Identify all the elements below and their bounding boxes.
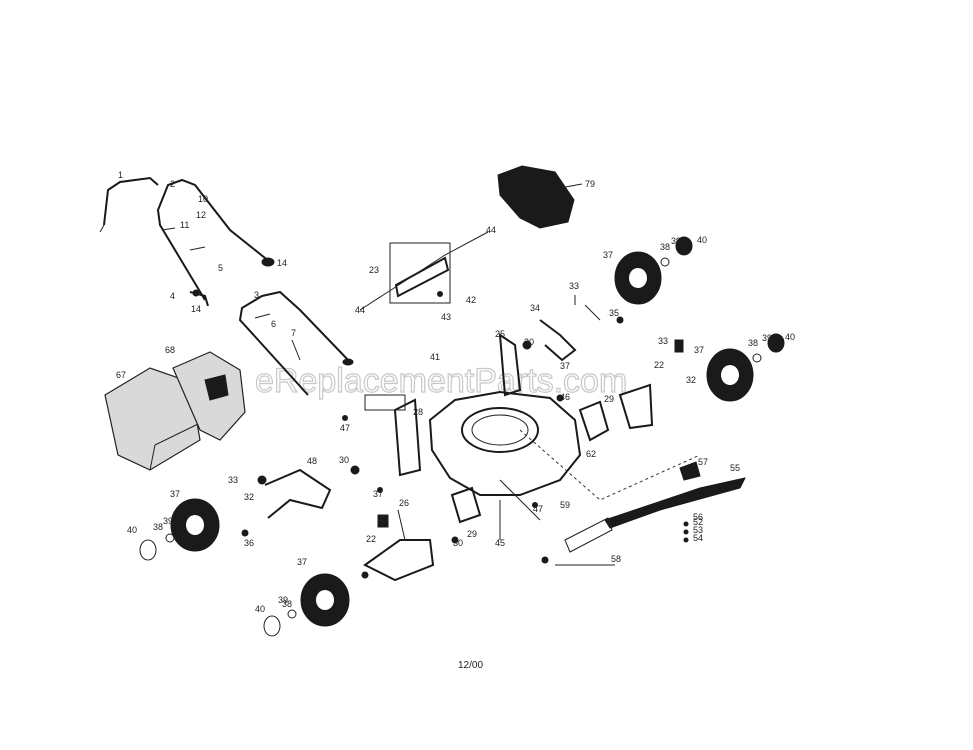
part-label-l38d: 38 [282, 599, 292, 609]
part-label-l28: 28 [413, 407, 423, 417]
part-label-l40d: 40 [255, 604, 265, 614]
part-label-l12: 12 [196, 210, 206, 220]
part-label-l48: 48 [307, 456, 317, 466]
part-label-l68: 68 [165, 345, 175, 355]
part-label-l39a: 39 [671, 236, 681, 246]
date-code: 12/00 [458, 660, 484, 671]
upper-handle [156, 178, 275, 301]
wheel-front-right [706, 333, 785, 402]
part-label-l37f: 37 [560, 361, 570, 371]
part-label-l39c: 39 [163, 516, 173, 526]
part-label-l44a: 44 [486, 225, 496, 235]
part-label-l23: 23 [369, 265, 379, 275]
wheel-rear-left [263, 573, 350, 637]
part-label-l41: 41 [430, 352, 440, 362]
part-label-l39d: 39 [278, 595, 288, 605]
part-label-l2: 2 [170, 179, 175, 189]
part-label-l44b: 44 [355, 305, 365, 315]
engine [497, 165, 583, 229]
part-label-l32a: 32 [244, 492, 254, 502]
part-label-l43: 43 [441, 312, 451, 322]
part-label-l5: 5 [218, 263, 223, 273]
part-label-l33d: 33 [379, 513, 389, 523]
part-label-l47b: 47 [533, 504, 543, 514]
part-label-l52: 52 [693, 517, 703, 527]
idler-plates [450, 333, 610, 524]
part-label-l26: 26 [399, 498, 409, 508]
grass-bag [104, 367, 201, 471]
part-label-l40c: 40 [127, 525, 137, 535]
part-label-l40b: 40 [785, 332, 795, 342]
part-label-l22b: 22 [654, 360, 664, 370]
part-label-l62: 62 [586, 449, 596, 459]
part-label-l34: 34 [530, 303, 540, 313]
part-label-l38c: 38 [153, 522, 163, 532]
rear-height-adjuster [364, 394, 422, 477]
part-label-l3: 3 [254, 290, 259, 300]
part-label-l10: 10 [198, 194, 208, 204]
part-label-l37a: 37 [603, 250, 613, 260]
part-label-l4: 4 [170, 291, 175, 301]
part-label-l29a: 29 [604, 394, 614, 404]
part-label-l47a: 47 [340, 423, 350, 433]
part-label-l35: 35 [609, 308, 619, 318]
part-label-l38a: 38 [660, 242, 670, 252]
part-label-l79: 79 [585, 179, 595, 189]
control-cable [291, 339, 301, 361]
part-label-l22a: 22 [366, 534, 376, 544]
part-label-l37b: 37 [694, 345, 704, 355]
part-label-l7: 7 [291, 328, 296, 338]
part-label-l33a: 33 [569, 281, 579, 291]
part-label-l58: 58 [611, 554, 621, 564]
wheel-rear-right [614, 236, 693, 305]
wheel-front-left [139, 498, 220, 561]
part-label-l54: 54 [693, 533, 703, 543]
part-label-l30c: 30 [453, 538, 463, 548]
rear-right-adjuster [539, 295, 684, 430]
watermark-text: eReplacementParts.com [255, 362, 627, 400]
part-label-l53: 53 [693, 525, 703, 535]
part-labels: 1 2 3 4 5 6 7 10 11 12 14 14 22 22 23 25… [116, 170, 795, 614]
part-label-l36: 36 [244, 538, 254, 548]
part-label-l38b: 38 [748, 338, 758, 348]
part-label-l25: 25 [495, 329, 505, 339]
part-label-l37d: 37 [297, 557, 307, 567]
part-label-l59: 59 [560, 500, 570, 510]
part-label-l1: 1 [118, 170, 123, 180]
part-label-l14b: 14 [191, 304, 201, 314]
front-height-adjuster-right [363, 509, 435, 582]
part-label-l14a: 14 [277, 258, 287, 268]
part-label-l42: 42 [466, 295, 476, 305]
part-label-l30b: 30 [339, 455, 349, 465]
part-label-l11: 11 [180, 220, 189, 230]
part-label-l30a: 30 [524, 337, 534, 347]
part-label-l6: 6 [271, 319, 276, 329]
part-label-l29b: 29 [467, 529, 477, 539]
part-label-l55: 55 [730, 463, 740, 473]
part-label-l37e: 37 [373, 489, 383, 499]
lower-handle [238, 290, 354, 396]
rear-shield-detail [359, 231, 489, 311]
front-height-adjuster-left [257, 468, 332, 519]
part-label-l33b: 33 [658, 336, 668, 346]
bag-frame [172, 351, 246, 441]
part-label-l40a: 40 [697, 235, 707, 245]
fasteners [241, 316, 624, 579]
part-label-l46: 46 [560, 392, 570, 402]
part-label-l56: 56 [693, 512, 703, 522]
mower-deck [428, 390, 701, 540]
part-label-l67: 67 [116, 370, 126, 380]
blade-assembly [541, 461, 746, 566]
handle-knob [189, 289, 209, 307]
part-label-l33c: 33 [228, 475, 238, 485]
part-label-l32b: 32 [686, 375, 696, 385]
upper-handle-bracket [99, 176, 159, 233]
part-label-l37c: 37 [170, 489, 180, 499]
part-label-l45: 45 [495, 538, 505, 548]
part-label-l39b: 39 [762, 333, 772, 343]
part-label-l57: 57 [698, 457, 708, 467]
